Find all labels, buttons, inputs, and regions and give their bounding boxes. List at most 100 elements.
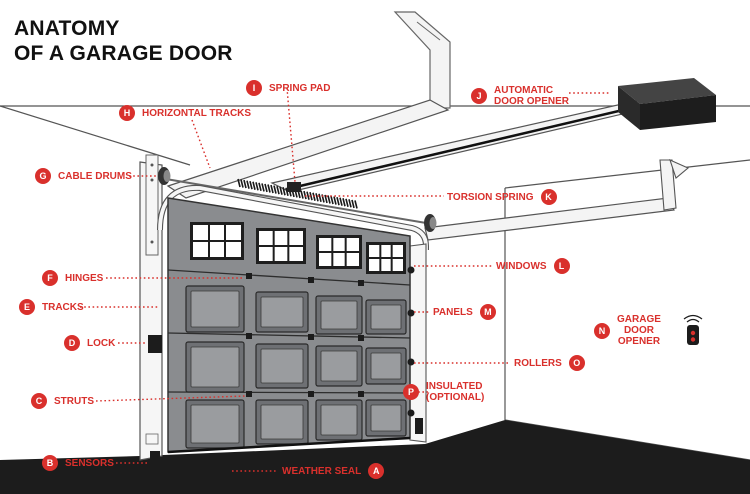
- callout-letter: D: [64, 335, 80, 351]
- leader-lines: [80, 87, 610, 472]
- spring-coil-segment: [348, 199, 352, 208]
- spring-coil-segment: [249, 181, 253, 190]
- door-panel: [365, 347, 407, 385]
- spring-coil-segment: [243, 179, 247, 189]
- callout-label: ROLLERS: [514, 357, 562, 369]
- callout-label: SPRING PAD: [269, 82, 331, 94]
- sensor-right: [415, 418, 423, 434]
- spring-coil-segment: [276, 185, 280, 195]
- callout-label: CABLE DRUMS: [58, 170, 132, 182]
- callout-letter: I: [246, 80, 262, 96]
- callout-label: TORSION SPRING: [447, 191, 534, 203]
- callout-letter: P: [403, 384, 419, 400]
- cable-drum-left: [158, 167, 171, 185]
- automatic-opener-unit: [618, 78, 716, 130]
- callout-label: STRUTS: [54, 395, 94, 407]
- door-panel: [185, 341, 245, 393]
- cable-drum-bracket: [145, 154, 159, 256]
- window: [256, 228, 306, 264]
- spring-coil-segment: [246, 180, 250, 189]
- window: [190, 222, 244, 260]
- callout-rollers: ROLLERS O: [514, 355, 585, 371]
- callout-horizontal-tracks: H HORIZONTAL TRACKS: [119, 105, 251, 121]
- weather-seal: [167, 436, 411, 454]
- raised-panels: [185, 285, 407, 449]
- callout-letter: J: [471, 88, 487, 104]
- callout-letter: M: [479, 304, 496, 320]
- spring-coil-segment: [261, 183, 265, 192]
- callout-label: HINGES: [65, 272, 104, 284]
- spring-coil-segment: [255, 182, 259, 191]
- callout-label: TRACKS: [42, 301, 84, 313]
- callout-label: AUTOMATIC DOOR OPENER: [494, 85, 570, 107]
- spring-coil-segment: [240, 179, 244, 188]
- callout-label: HORIZONTAL TRACKS: [142, 107, 252, 119]
- callout-windows: WINDOWS L: [496, 258, 570, 274]
- spring-coil-segment: [282, 187, 286, 196]
- door-panel: [185, 285, 245, 333]
- spring-coil-segment: [324, 194, 328, 204]
- window: [366, 242, 406, 274]
- spring-coil-segment: [273, 185, 277, 194]
- callout-letter: H: [119, 105, 135, 121]
- spring-coil-segment: [327, 195, 331, 204]
- callout-label: INSULATED (OPTIONAL): [426, 381, 485, 403]
- door-panel: [315, 345, 363, 387]
- callout-label: WINDOWS: [496, 260, 547, 272]
- rollers: [407, 266, 415, 417]
- callout-label: LOCK: [87, 337, 116, 349]
- door-panel: [255, 291, 309, 333]
- callout-label: WEATHER SEAL: [282, 465, 362, 477]
- callout-garage-door-opener: N GARAGE DOOR OPENER: [594, 314, 661, 347]
- spring-coil-segment: [318, 193, 322, 203]
- callout-letter: A: [368, 463, 385, 479]
- spring-pad: [287, 182, 301, 192]
- callout-label: GARAGE DOOR OPENER: [617, 314, 661, 347]
- spring-coil-segment: [279, 186, 283, 195]
- callout-tracks: E TRACKS: [19, 299, 84, 315]
- callout-cable-drums: G CABLE DRUMS: [35, 168, 132, 184]
- callout-weather-seal: WEATHER SEAL A: [282, 463, 385, 479]
- spring-coil-segment: [303, 190, 307, 200]
- callout-panels: PANELS M: [433, 304, 496, 320]
- callout-spring-pad: I SPRING PAD: [246, 80, 331, 96]
- callout-letter: F: [42, 270, 58, 286]
- spring-coil-segment: [330, 195, 334, 205]
- ceiling-bracket: [393, 11, 451, 109]
- horizontal-track-right: [424, 197, 675, 241]
- spring-coil-segment: [306, 191, 310, 200]
- callout-letter: O: [568, 355, 585, 371]
- lock: [148, 335, 162, 353]
- spring-coil-segment: [309, 192, 313, 201]
- spring-coil-segment: [354, 200, 358, 209]
- callout-torsion-spring: TORSION SPRING K: [447, 189, 557, 205]
- spring-coil-segment: [300, 190, 304, 199]
- hinges: [246, 273, 364, 397]
- callout-lock: D LOCK: [64, 335, 115, 351]
- spring-coil-segment: [315, 193, 319, 202]
- callout-label: SENSORS: [65, 457, 114, 469]
- spring-coil-segment: [333, 196, 337, 205]
- callout-label: PANELS: [433, 306, 473, 318]
- door-panel: [255, 399, 309, 445]
- spring-coil-segment: [339, 197, 343, 206]
- callout-struts: C STRUTS: [31, 393, 94, 409]
- callout-sensors: B SENSORS: [42, 455, 114, 471]
- window: [316, 235, 362, 269]
- diagram-title-line-2: OF A GARAGE DOOR: [14, 42, 233, 65]
- callout-hinges: F HINGES: [42, 270, 103, 286]
- door-panel: [185, 399, 245, 449]
- spring-coil-segment: [258, 182, 262, 192]
- remote-control-icon: [683, 314, 703, 345]
- torsion-bar: [159, 177, 433, 225]
- callout-letter: B: [42, 455, 58, 471]
- spring-coil-segment: [345, 198, 349, 207]
- callout-letter: L: [553, 258, 570, 274]
- diagram-title-line-1: ANATOMY: [14, 17, 120, 40]
- door-panel: [315, 295, 363, 335]
- floor: [0, 420, 750, 494]
- window-row: [190, 222, 406, 274]
- spring-coil-segment: [351, 199, 355, 209]
